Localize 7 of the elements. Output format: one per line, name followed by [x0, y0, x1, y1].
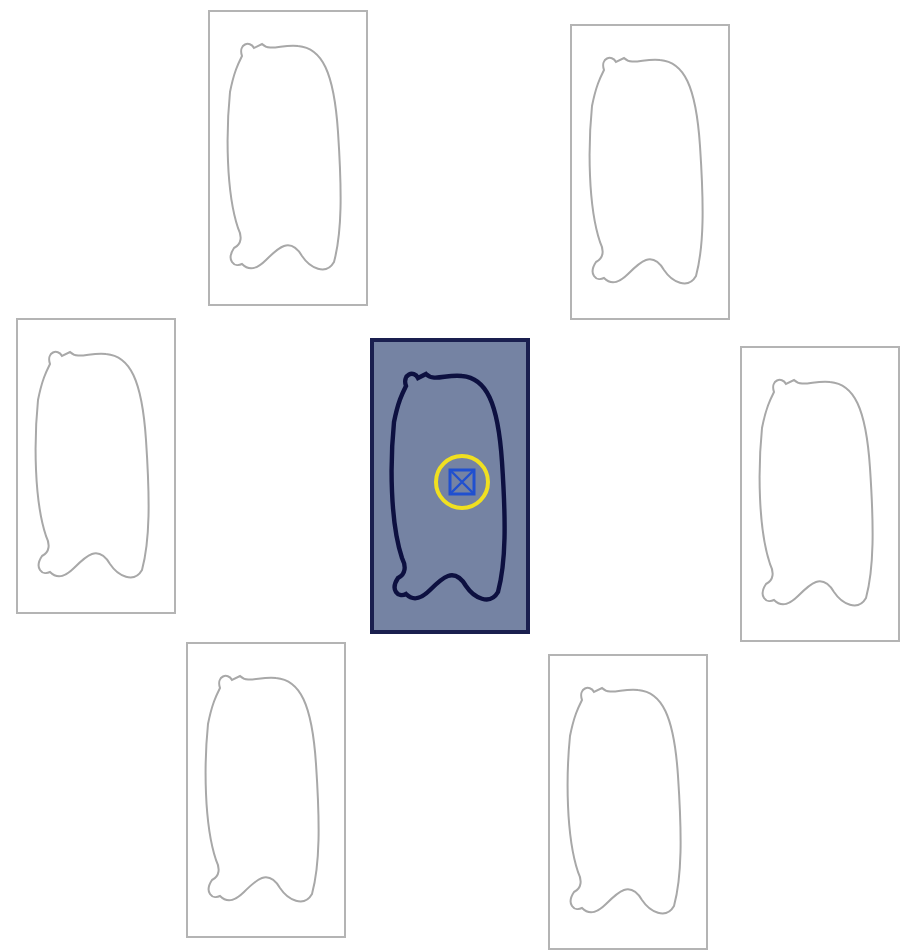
outline-frame — [570, 24, 730, 320]
outline-frame — [548, 654, 708, 950]
outline-frame — [16, 318, 176, 614]
outline-frame — [208, 10, 368, 306]
outline-frame — [370, 338, 530, 634]
outline-frame — [186, 642, 346, 938]
outline-frame — [740, 346, 900, 642]
